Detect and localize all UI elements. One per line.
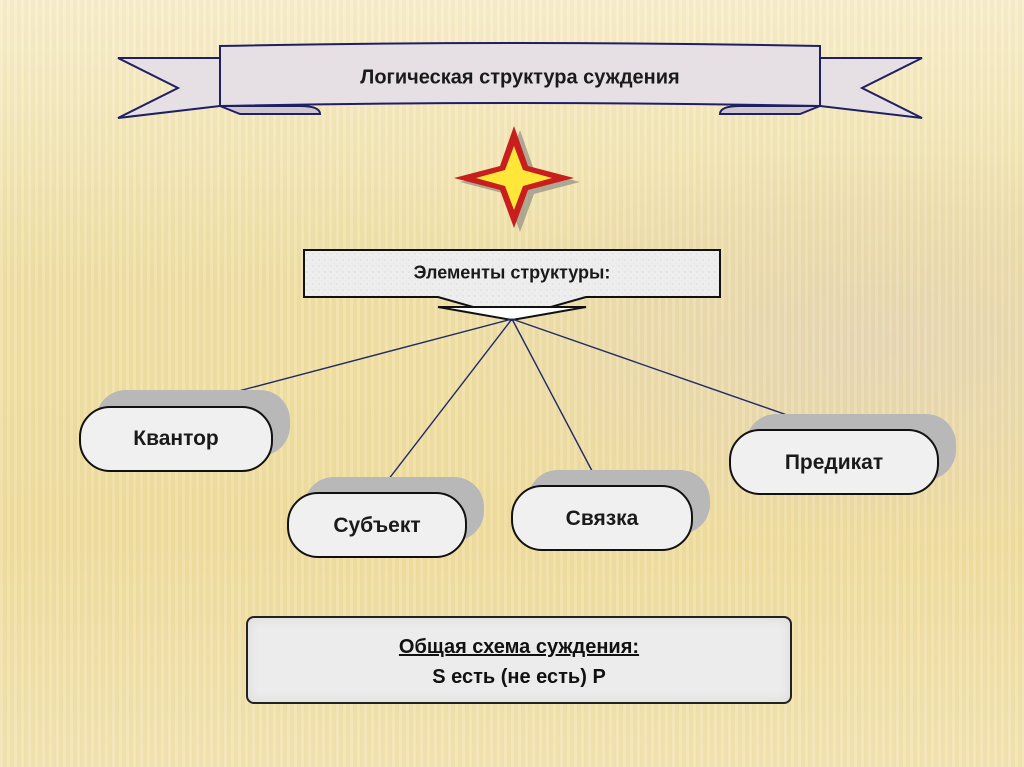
node-quantifier-label: Квантор [133, 427, 219, 450]
ribbon-right-fold [718, 105, 821, 115]
ribbon-left-fold [219, 105, 322, 115]
ribbon-band [219, 42, 821, 108]
node-subject-label: Субъект [333, 514, 421, 537]
line-to-predicate [511, 318, 831, 431]
slide-title: Логическая структура суждения [360, 66, 680, 89]
pill-quantifier [79, 390, 290, 472]
node-copula-label: Связка [565, 507, 639, 530]
scheme-formula: S есть (не есть) P [432, 666, 606, 688]
pill-copula [511, 470, 710, 551]
title-ribbon [117, 42, 923, 119]
star-icon [454, 126, 580, 232]
ribbon-left-tail [117, 57, 221, 119]
node-predicate-label: Предикат [784, 451, 884, 474]
pill-predicate [729, 414, 956, 495]
ribbon-right-tail [819, 57, 923, 119]
pill-subject [287, 477, 484, 558]
scheme-heading: Общая схема суждения: [398, 636, 640, 658]
line-to-copula [511, 318, 601, 487]
line-to-subject [377, 318, 513, 494]
elements-callout [303, 249, 721, 322]
scheme-box: Общая схема суждения: S есть (не есть) P [246, 616, 792, 704]
elements-heading: Элементы структуры: [413, 262, 611, 283]
